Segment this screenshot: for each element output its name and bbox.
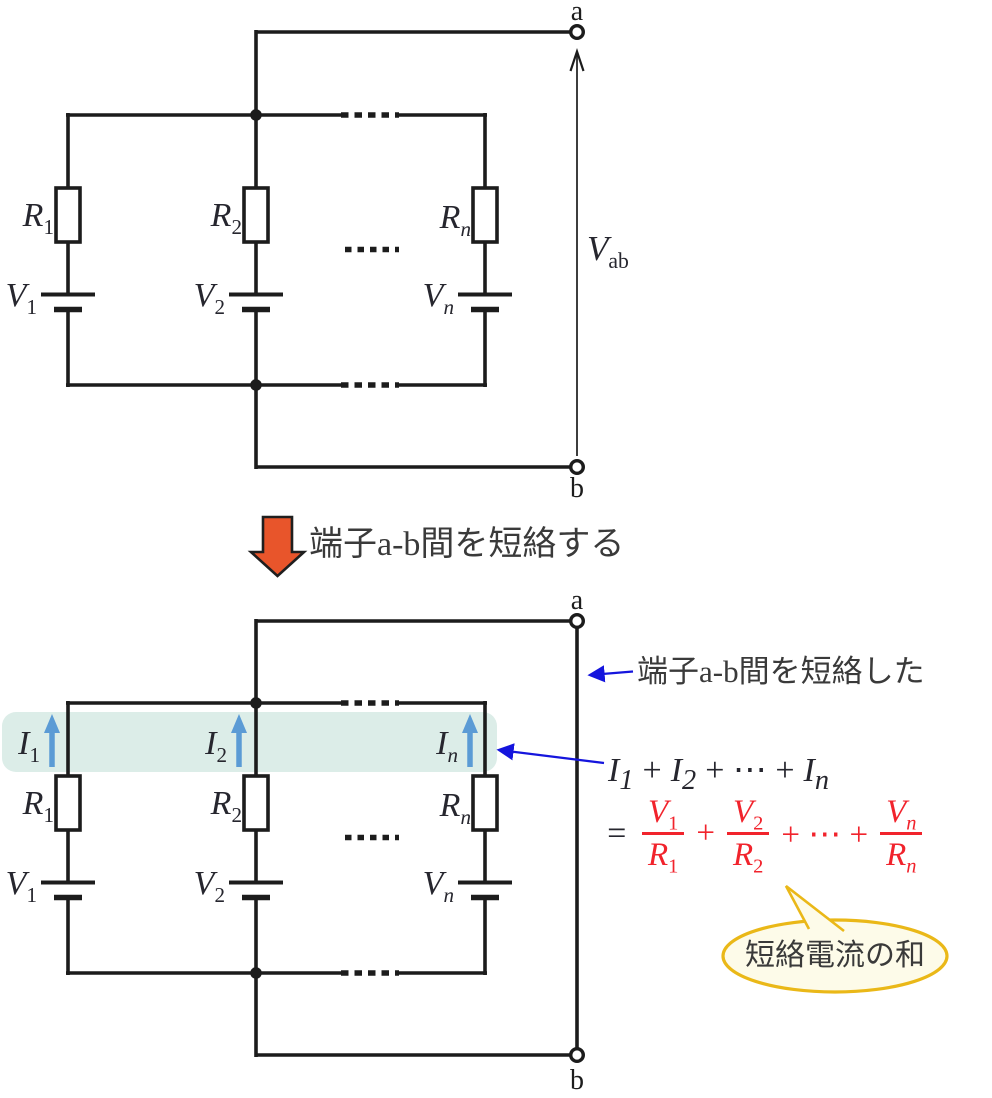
bottom-circuit	[2, 613, 586, 1063]
battery-v2	[229, 880, 283, 901]
current-arrow-i1-icon	[44, 714, 60, 733]
current-arrow-in-icon	[462, 714, 478, 733]
resistor-r2-box	[242, 186, 270, 244]
resistor-r2-box	[242, 774, 270, 832]
battery-v2	[229, 292, 283, 313]
top-circuit	[41, 24, 586, 476]
plus-sign: +	[696, 815, 715, 851]
resistor-label-r2: R2	[210, 785, 242, 827]
resistor-label-r2: R2	[210, 197, 242, 239]
vab-label: Vab	[587, 229, 629, 273]
fraction-v1-r1: V1 R1	[641, 794, 685, 877]
resistor-r1-box	[54, 186, 82, 244]
terminal-a-label: a	[570, 585, 584, 616]
plus-dots: + ⋯ +	[781, 816, 869, 853]
resistor-label-rn: Rn	[439, 199, 471, 241]
source-label-vn: Vn	[422, 865, 454, 907]
resistor-label-r1: R1	[22, 197, 54, 239]
highlight-band	[2, 712, 497, 772]
current-label-in: In	[436, 725, 458, 767]
current-label-i2: I2	[205, 725, 227, 767]
resistor-rn-box	[471, 774, 499, 832]
equals-sign: =	[605, 814, 628, 852]
speech-bubble	[721, 918, 949, 994]
source-label-v1: V1	[5, 865, 37, 907]
source-label-v2: V2	[193, 277, 225, 319]
fraction-v2-r2: V2 R2	[726, 794, 770, 877]
bubble-label: 短絡電流の和	[745, 939, 925, 972]
down-block-arrow-icon	[247, 515, 308, 578]
junction-dot	[250, 109, 262, 121]
junction-dot	[250, 697, 262, 709]
annotation-arrow-icon	[496, 743, 605, 765]
battery-vn	[458, 880, 512, 901]
source-label-v1: V1	[5, 277, 37, 319]
transition-caption: 端子a-b間を短絡する	[309, 526, 625, 563]
source-label-vn: Vn	[422, 277, 454, 319]
terminal-b-label: b	[570, 473, 584, 504]
speech-bubble-tail	[784, 884, 845, 933]
battery-vn	[458, 292, 512, 313]
junction-dot	[250, 379, 262, 391]
annotations	[496, 665, 949, 994]
terminal-a-circle	[569, 613, 586, 630]
current-sum-expression: I1+I2+ ⋯ +In	[608, 752, 830, 796]
terminal-a-circle	[569, 24, 586, 41]
source-label-v2: V2	[193, 865, 225, 907]
terminal-b-circle	[569, 459, 586, 476]
resistor-r1-box	[54, 774, 82, 832]
terminal-b-circle	[569, 1046, 586, 1063]
current-label-i1: I1	[18, 725, 40, 767]
resistor-label-r1: R1	[22, 785, 54, 827]
battery-v1	[41, 292, 95, 313]
battery-v1	[41, 880, 95, 901]
terminal-a-label: a	[570, 0, 584, 27]
current-arrows	[44, 714, 478, 767]
short-note: 端子a-b間を短絡した	[637, 654, 925, 689]
fraction-vn-rn: Vn Rn	[880, 794, 923, 877]
terminal-b-label: b	[570, 1065, 584, 1096]
current-arrow-i2-icon	[231, 714, 247, 733]
vab-arrowhead-icon	[569, 48, 585, 72]
short-circuit-current-equation: = V1 R1 + V2 R2 + ⋯ + Vn Rn	[605, 794, 923, 877]
annotation-arrow-icon	[587, 665, 634, 683]
junction-dot	[250, 967, 262, 979]
resistor-label-rn: Rn	[439, 787, 471, 829]
resistor-rn-box	[471, 186, 499, 244]
